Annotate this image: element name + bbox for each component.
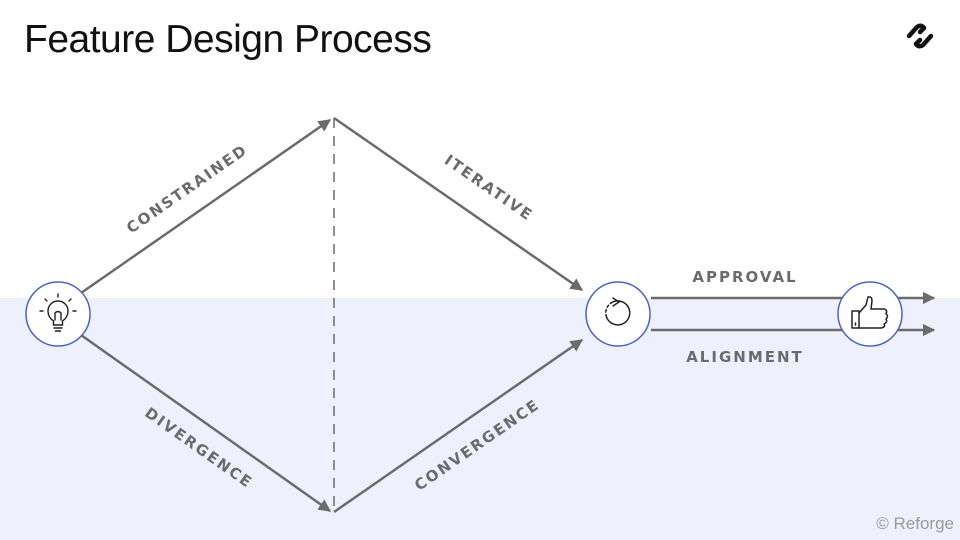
reforge-logo-icon	[906, 23, 934, 49]
label-alignment: ALIGNMENT	[686, 348, 804, 366]
edge-convergence	[333, 338, 584, 514]
edge-iterative	[333, 116, 584, 292]
edge-constrained	[80, 118, 332, 295]
page-title: Feature Design Process	[24, 18, 432, 61]
refresh-cycle-icon	[605, 297, 631, 326]
edge-divergence	[80, 333, 332, 513]
node-iterate	[585, 281, 651, 347]
node-idea	[25, 281, 91, 347]
thumbs-up-icon	[851, 296, 889, 329]
copyright-text: © Reforge	[876, 514, 954, 533]
lightbulb-icon	[39, 293, 77, 332]
label-iterative: ITERATIVE	[441, 151, 537, 225]
label-approval: APPROVAL	[692, 268, 797, 286]
bottom-background-band	[0, 298, 960, 540]
node-approve	[837, 281, 903, 347]
